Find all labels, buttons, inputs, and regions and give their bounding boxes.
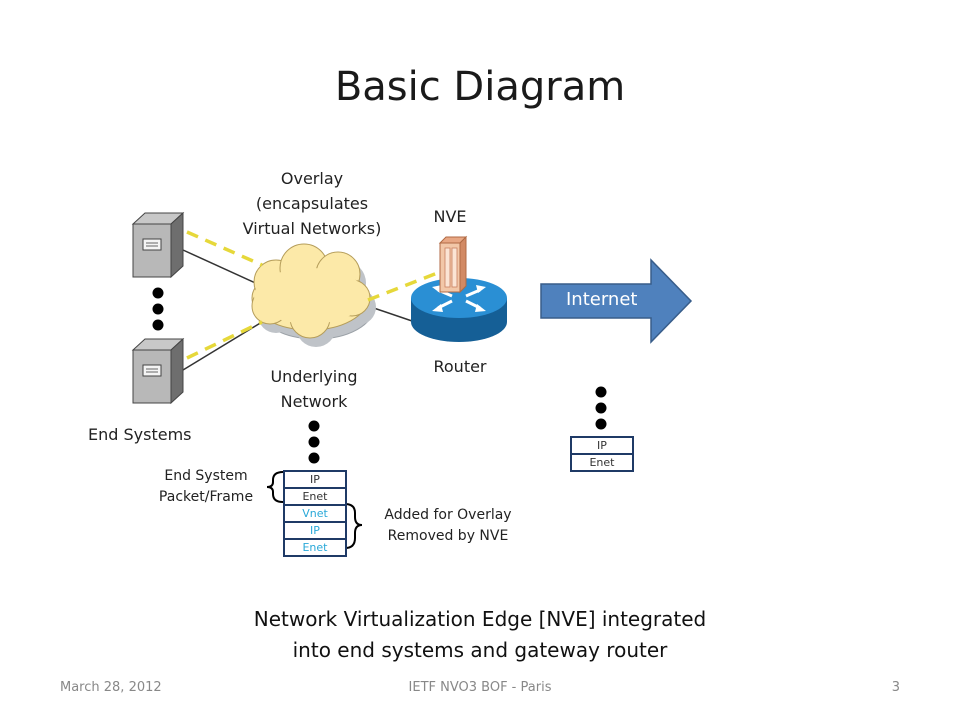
underlying-label-line-1: Underlying (270, 367, 358, 386)
end-system-packet-line-2: Packet/Frame (158, 489, 254, 505)
server-icon (131, 211, 185, 279)
underlying-network-label: Underlying Network (244, 364, 384, 414)
footer-date: March 28, 2012 (60, 680, 162, 695)
added-for-overlay-line-1: Added for Overlay (384, 507, 512, 523)
overlay-tunnel-3 (367, 270, 441, 302)
packet-stack-end-system: IP Enet Vnet IP Enet (283, 470, 347, 557)
footer-page-number: 3 (891, 680, 900, 695)
internet-packet-header-enet: Enet (572, 453, 632, 470)
packet-header-ip: IP (285, 470, 345, 487)
overlay-label-line-2: (encapsulates (255, 194, 369, 213)
added-for-overlay-label: Added for Overlay Removed by NVE (368, 505, 528, 547)
internet-arrow (540, 258, 693, 344)
nve-icon (438, 235, 468, 294)
router-icon (411, 278, 507, 342)
overlay-label-line-3: Virtual Networks) (242, 219, 382, 238)
ellipsis-dots-internet (595, 386, 607, 430)
slide-title: Basic Diagram (334, 64, 626, 110)
end-system-packet-line-1: End System (164, 468, 248, 484)
packet-stack-internet: IP Enet (570, 436, 634, 472)
caption-line-1: Network Virtualization Edge [NVE] integr… (253, 607, 707, 631)
overlay-tunnel-1 (186, 230, 263, 267)
packet-header-vnet: Vnet (285, 504, 345, 521)
server1-link (182, 249, 263, 287)
brace-overlay-headers (344, 503, 363, 549)
router-label: Router (433, 357, 487, 376)
packet-header-outer-enet: Enet (285, 538, 345, 555)
footer-event: IETF NVO3 BOF - Paris (408, 680, 552, 695)
overlay-tunnel-2 (186, 320, 263, 360)
end-systems-label: End Systems (88, 425, 192, 444)
end-system-packet-label: End System Packet/Frame (150, 466, 262, 508)
internet-packet-header-ip: IP (572, 436, 632, 453)
ellipsis-dots-underlay (308, 420, 320, 464)
brace-end-system (266, 471, 284, 503)
slide-caption: Network Virtualization Edge [NVE] integr… (0, 604, 960, 666)
packet-header-enet: Enet (285, 487, 345, 504)
underlying-label-line-2: Network (280, 392, 348, 411)
server-icon (131, 337, 185, 405)
caption-line-2: into end systems and gateway router (292, 638, 668, 662)
ellipsis-dots-servers (152, 287, 164, 331)
added-for-overlay-line-2: Removed by NVE (387, 528, 509, 544)
overlay-label-line-1: Overlay (280, 169, 344, 188)
packet-header-outer-ip: IP (285, 521, 345, 538)
overlay-label: Overlay (encapsulates Virtual Networks) (222, 166, 402, 241)
nve-label: NVE (433, 207, 467, 226)
internet-label: Internet (566, 289, 638, 310)
cloud-icon (251, 243, 376, 347)
